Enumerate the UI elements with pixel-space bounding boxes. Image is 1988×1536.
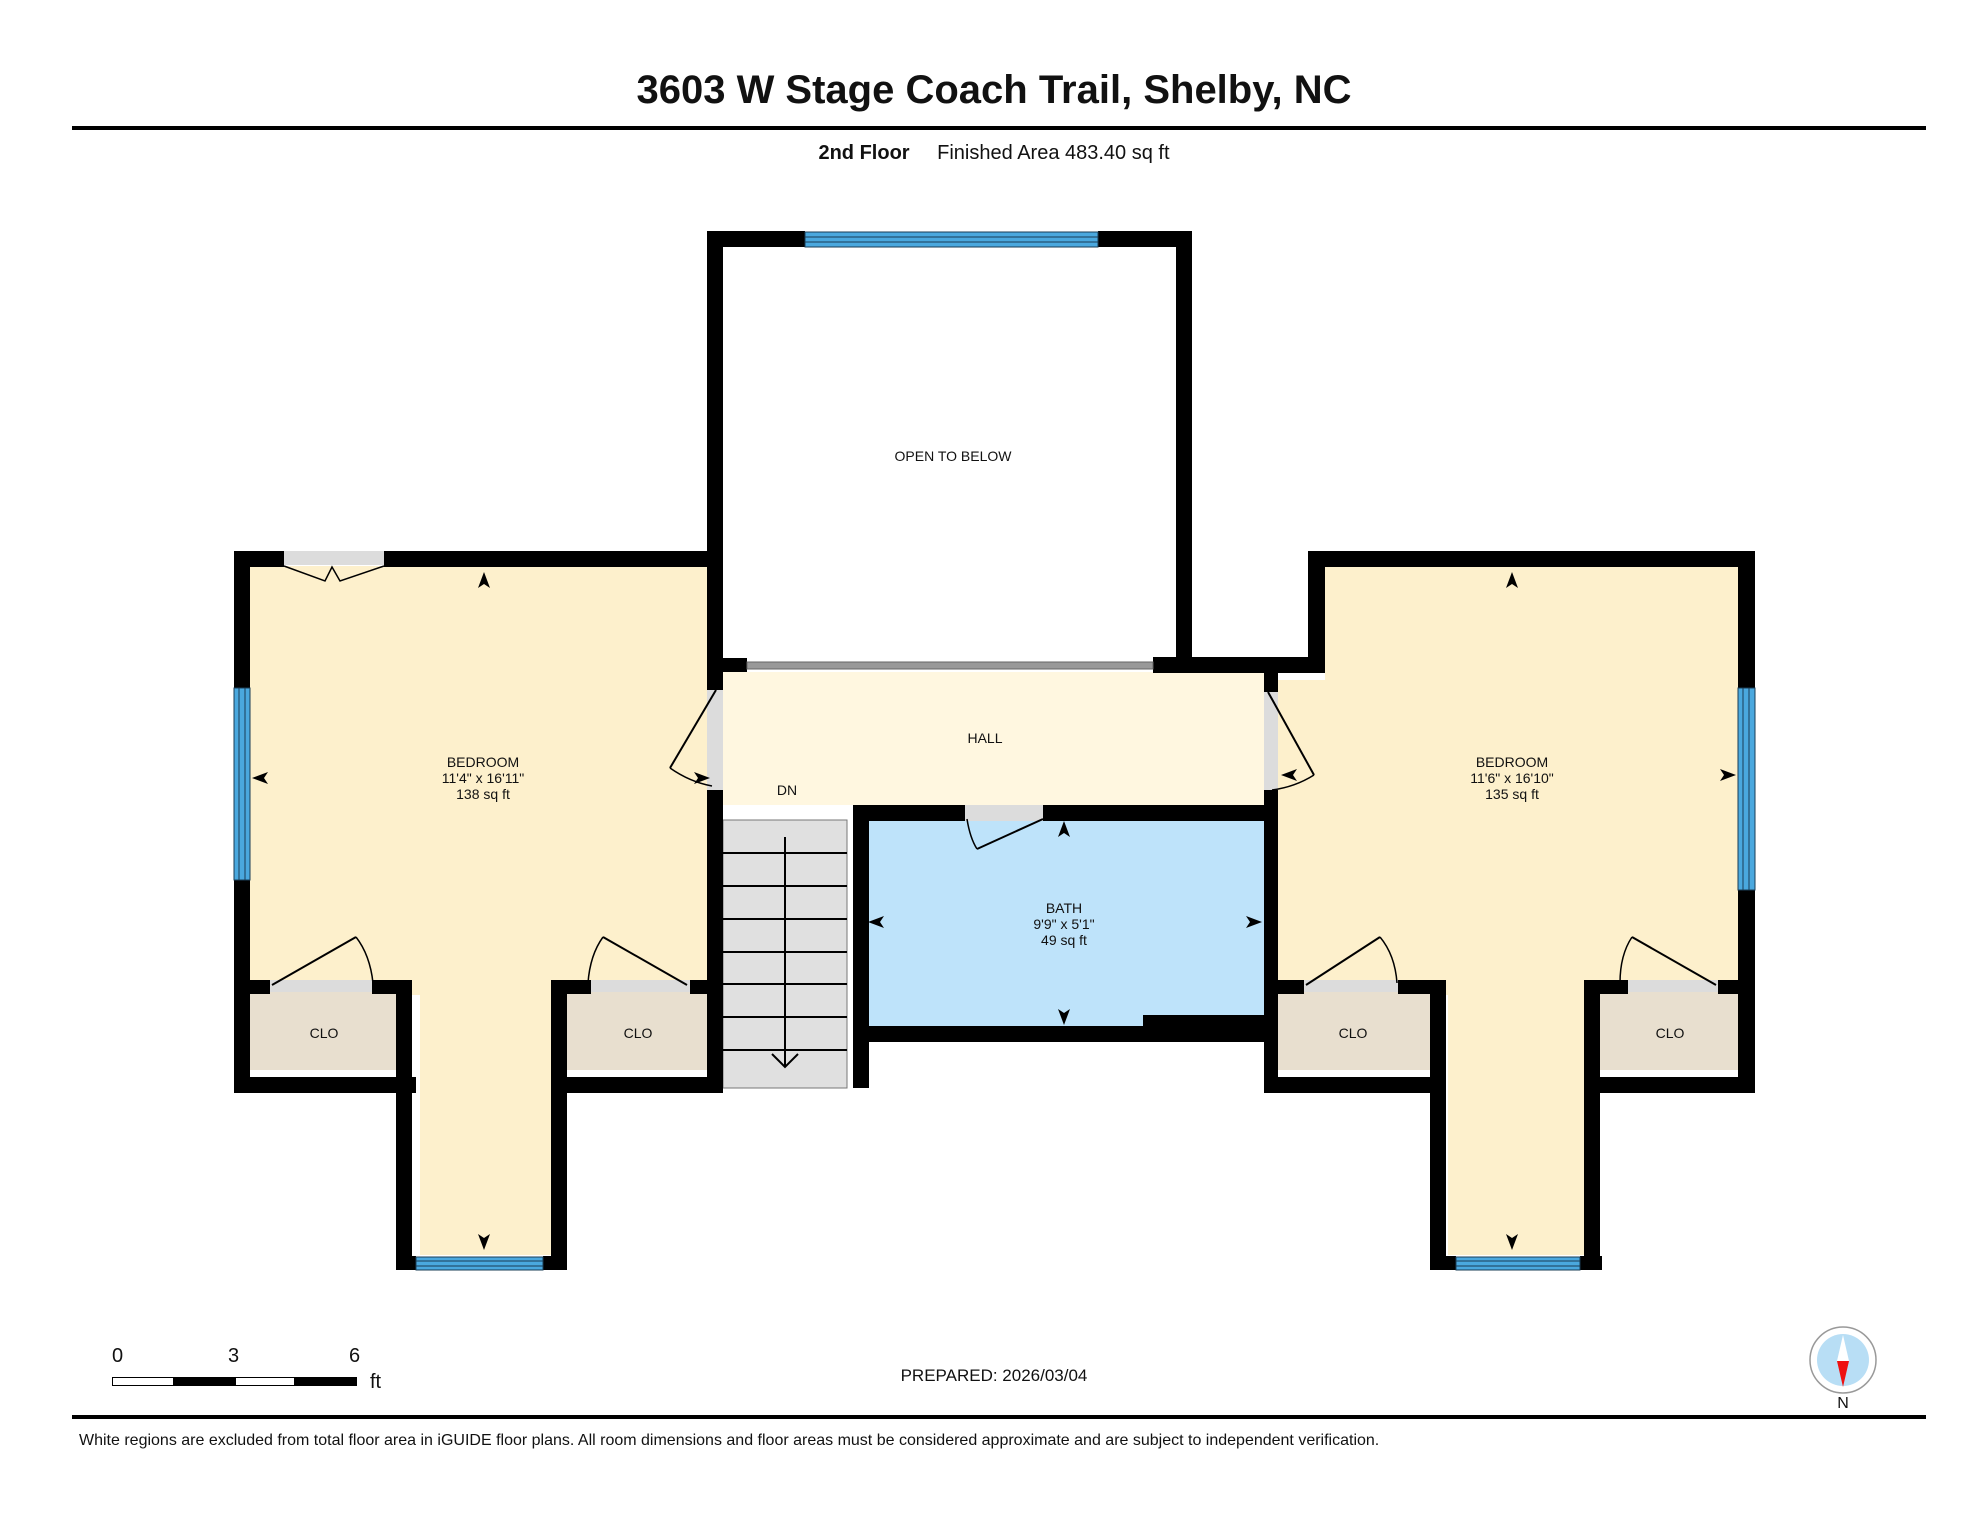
railing <box>746 661 1154 670</box>
walls <box>234 231 1755 1270</box>
compass-icon <box>1809 1326 1877 1394</box>
room-name: CLO <box>309 1025 339 1041</box>
room-area: 138 sq ft <box>456 786 510 802</box>
window-right-bedroom-bottom <box>1455 1256 1581 1271</box>
room-name: HALL <box>967 730 1003 746</box>
room-closet-4: CLO <box>1656 1025 1685 1041</box>
stairs-label: DN <box>777 782 797 798</box>
bifold-door <box>283 565 385 582</box>
closet-fill-4 <box>1600 990 1748 1070</box>
bedroom-left-fill <box>250 566 708 1255</box>
doors <box>270 551 1718 992</box>
compass-north-label: N <box>1837 1395 1849 1412</box>
hall-fill <box>723 672 1264 805</box>
window-left-bedroom-side <box>233 687 251 881</box>
room-dimensions: 11'6" x 16'10" <box>1470 770 1554 786</box>
closet-fill-1 <box>250 990 396 1070</box>
bedroom-right-fill <box>1278 566 1738 1255</box>
footer-divider <box>72 1415 1926 1419</box>
room-name: CLO <box>623 1025 653 1041</box>
room-bedroom-right: BEDROOM 11'6" x 16'10" 135 sq ft <box>1470 754 1554 802</box>
scale-tick-3: 3 <box>228 1345 240 1367</box>
room-name: BEDROOM <box>1475 754 1549 770</box>
window-top <box>804 231 1099 248</box>
room-area: 135 sq ft <box>1485 786 1539 802</box>
stair-treads <box>723 837 847 1069</box>
room-name: CLO <box>1655 1025 1685 1041</box>
scale-segment <box>294 1377 357 1386</box>
page-title: 3603 W Stage Coach Trail, Shelby, NC <box>636 68 1352 112</box>
stairs-direction: DN <box>776 782 798 798</box>
floor-label: 2nd Floor <box>818 142 910 164</box>
window-left-bedroom-bottom <box>415 1256 544 1271</box>
room-closet-1: CLO <box>310 1025 339 1041</box>
room-dimensions: 9'9" x 5'1" <box>1033 916 1095 932</box>
room-hall: HALL <box>967 730 1002 746</box>
disclaimer: White regions are excluded from total fl… <box>79 1432 1380 1449</box>
room-name: OPEN TO BELOW <box>894 448 1012 464</box>
scale-bar: 0 3 6 ft <box>112 1345 432 1395</box>
room-name: CLO <box>1338 1025 1368 1041</box>
room-closet-3: CLO <box>1339 1025 1368 1041</box>
compass: N <box>1808 1325 1878 1415</box>
prepared-date: PREPARED: 2026/03/04 <box>900 1366 1088 1385</box>
measurement-arrows <box>252 572 1736 1250</box>
room-name: BATH <box>1045 900 1083 916</box>
closet-fill-2 <box>566 990 712 1070</box>
room-bedroom-left: BEDROOM 11'4" x 16'11" 138 sq ft <box>442 754 525 802</box>
room-name: BEDROOM <box>446 754 520 770</box>
room-dimensions: 11'4" x 16'11" <box>441 770 525 786</box>
room-open-to-below: OPEN TO BELOW <box>895 448 1012 464</box>
room-bath: BATH 9'9" x 5'1" 49 sq ft <box>1033 900 1094 948</box>
closet-fill-3 <box>1278 990 1430 1070</box>
room-area: 49 sq ft <box>1041 932 1087 948</box>
windows <box>233 231 1756 1271</box>
header-divider <box>72 126 1926 130</box>
finished-area: Finished Area 483.40 sq ft <box>937 142 1170 164</box>
scale-tick-0: 0 <box>112 1345 124 1367</box>
floor-subtitle: 2nd Floor Finished Area 483.40 sq ft <box>0 142 1988 165</box>
scale-unit: ft <box>370 1371 382 1393</box>
scale-tick-6: 6 <box>349 1345 361 1367</box>
bath-fill <box>868 818 1264 1026</box>
room-closet-2: CLO <box>624 1025 653 1041</box>
window-right-bedroom-side <box>1737 687 1756 891</box>
